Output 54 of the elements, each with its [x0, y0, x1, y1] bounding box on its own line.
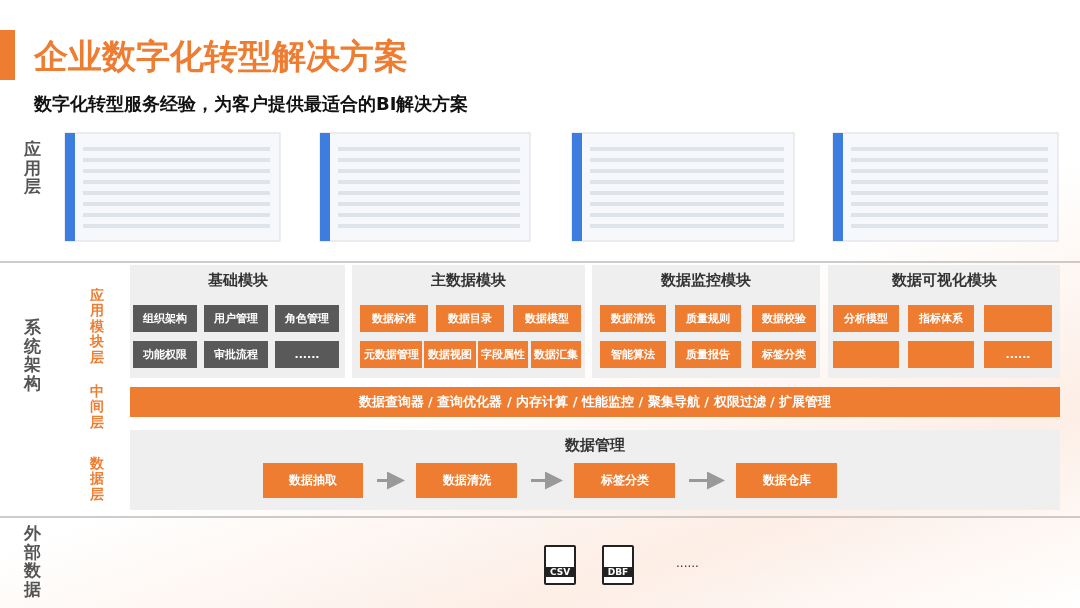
module-item: 标签分类 [752, 341, 816, 368]
arrow [377, 471, 405, 490]
module-item: 数据模型 [513, 305, 581, 332]
middleware-bar: 数据查询器 / 查询优化器 / 内存计算 / 性能监控 / 聚集导航 / 权限过滤 / 扩展管理 [130, 387, 1060, 417]
sublayer-label: 数据层 [90, 456, 104, 503]
module-item: 角色管理 [275, 305, 339, 332]
empty-module-item [908, 341, 974, 368]
module-item: 数据抽取 [263, 463, 363, 498]
module-item: 数据视图 [424, 341, 476, 368]
module-title: 主数据模块 [430, 271, 507, 290]
ellipsis: ...... [676, 556, 699, 570]
module-item: 组织架构 [133, 305, 197, 332]
module-title: 基础模块 [206, 271, 269, 290]
module-item: 审批流程 [204, 341, 268, 368]
empty-module-item [984, 305, 1052, 332]
module-item: 数据校验 [752, 305, 816, 332]
module-item: 数据仓库 [736, 463, 837, 498]
subtitle: 数字化转型服务经验，为客户提供最适合的BI解决方案 [34, 92, 469, 116]
sublayer-label: 应用模块层 [90, 288, 104, 365]
arrow [531, 471, 563, 490]
module-item: 元数据管理 [360, 341, 422, 368]
module-item: 用户管理 [204, 305, 268, 332]
module-panel [828, 265, 1060, 378]
title: 企业数字化转型解决方案 [34, 35, 408, 78]
module-panel [130, 430, 1060, 510]
empty-module-item [833, 341, 899, 368]
layer-label: 外部数据 [24, 524, 41, 599]
module-panel [352, 265, 585, 378]
module-item: 数据汇集 [531, 341, 581, 368]
module-panel [130, 265, 345, 378]
layer-label: 应用层 [24, 140, 41, 197]
module-item: 数据清洗 [416, 463, 517, 498]
module-title: 数据可视化模块 [890, 271, 998, 290]
module-item: 数据清洗 [600, 305, 666, 332]
file-format-label: CSV [544, 567, 576, 577]
module-item: 功能权限 [133, 341, 197, 368]
module-item: ...... [984, 341, 1052, 368]
module-title: 数据管理 [564, 436, 626, 455]
layer-label: 系统架构 [24, 318, 41, 393]
arrow [689, 471, 725, 490]
sublayer-label: 中间层 [90, 384, 104, 431]
module-item: 质量报告 [675, 341, 741, 368]
module-item: 质量规则 [675, 305, 741, 332]
module-panel [592, 265, 820, 378]
module-item: 标签分类 [574, 463, 675, 498]
module-item: 分析模型 [833, 305, 899, 332]
module-title: 数据监控模块 [660, 271, 752, 290]
module-item: 数据标准 [360, 305, 428, 332]
module-item: 智能算法 [600, 341, 666, 368]
module-item: ...... [275, 341, 339, 368]
file-format-label: DBF [602, 567, 634, 577]
module-item: 字段属性 [478, 341, 528, 368]
module-item: 指标体系 [908, 305, 974, 332]
module-item: 数据目录 [436, 305, 504, 332]
